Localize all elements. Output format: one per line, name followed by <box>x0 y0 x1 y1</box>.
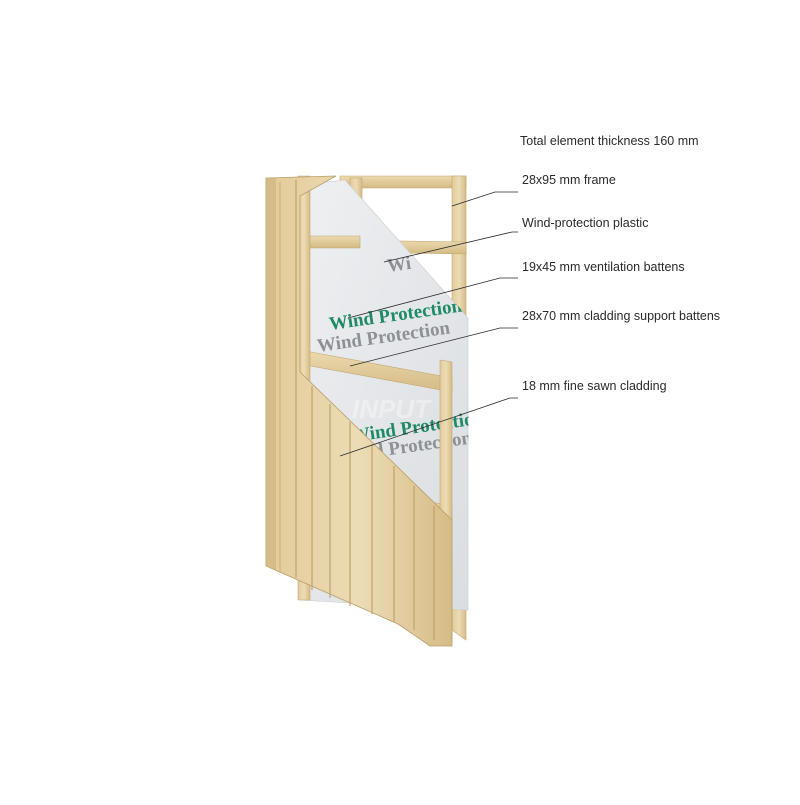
leader-vent <box>347 277 518 319</box>
leader-support <box>349 327 518 367</box>
leader-frame <box>451 191 518 207</box>
cladding-boards <box>265 175 453 647</box>
leader-cladding <box>339 397 518 457</box>
leader-wind <box>383 231 518 263</box>
callout-sawn-cladding: 18 mm fine sawn cladding <box>522 379 667 393</box>
callout-wind-protection: Wind-protection plastic <box>522 216 649 230</box>
membrane-print-5: Wi <box>386 253 413 277</box>
callout-frame: 28x95 mm frame <box>522 173 616 187</box>
leader-lines <box>339 191 518 457</box>
callout-cladding-support-battens: 28x70 mm cladding support battens <box>522 309 721 323</box>
watermark: INPUT <box>352 394 432 424</box>
total-thickness-label: Total element thickness 160 mm <box>520 134 699 148</box>
callout-ventilation-battens: 19x45 mm ventilation battens <box>522 260 685 274</box>
